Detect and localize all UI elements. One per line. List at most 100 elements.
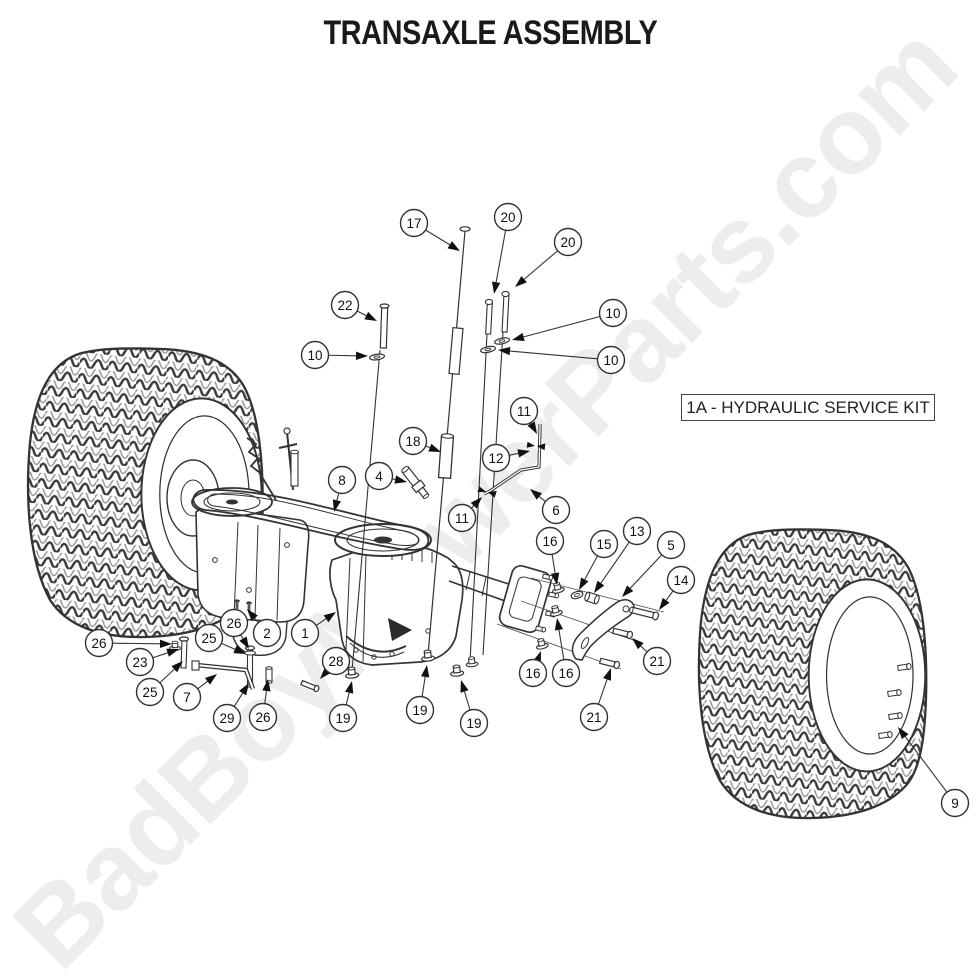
leader-arrow — [394, 475, 407, 484]
callout-number: 25 — [142, 685, 157, 700]
callout-number: 10 — [307, 348, 322, 363]
callout-circle — [84, 628, 114, 658]
leader-arrow — [166, 648, 179, 657]
flange-nut-19c — [449, 663, 465, 678]
washer-15 — [570, 590, 584, 600]
callout-number: 10 — [605, 306, 620, 321]
callout-19: 19 — [328, 681, 358, 733]
leader-arrow — [239, 683, 249, 696]
wheel-hub — [498, 565, 552, 634]
callout-number: 11 — [455, 511, 469, 526]
callout-2: 2 — [247, 609, 282, 648]
callout-number: 26 — [255, 710, 270, 725]
leader-arrow — [320, 667, 332, 679]
leader-arrow — [498, 346, 511, 356]
brake-lever — [278, 427, 299, 491]
leader-arrow — [323, 612, 336, 623]
callout-circle — [172, 682, 202, 712]
hydraulic-kit-label: 1A - HYDRAULIC SERVICE KIT — [681, 394, 935, 421]
callout-circle — [589, 529, 619, 559]
callout-circle — [330, 290, 360, 320]
callout-circle — [212, 703, 242, 733]
bolt-28 — [300, 679, 320, 693]
bolt-21a — [611, 627, 634, 640]
callout-11: 11 — [509, 396, 539, 434]
callout-circle — [248, 702, 278, 732]
callout-circle — [481, 443, 511, 473]
flange-nut-16b — [548, 603, 564, 618]
callout-number: 4 — [375, 469, 383, 484]
callout-number: 25 — [201, 631, 216, 646]
hydraulic-fitting-4 — [401, 465, 430, 499]
callout-number: 10 — [603, 353, 618, 368]
callout-circle — [447, 503, 477, 533]
callout-7: 7 — [172, 674, 217, 712]
bolt-23 — [178, 636, 190, 669]
leader-arrow — [632, 638, 644, 650]
callout-circle — [598, 298, 628, 328]
support-bracket-5 — [571, 599, 635, 661]
spacer-13 — [584, 591, 600, 605]
callout-circle — [940, 788, 970, 818]
callout-5: 5 — [622, 530, 686, 597]
callout-number: 1 — [301, 626, 309, 641]
leader-arrow — [622, 585, 634, 597]
callout-circle — [642, 646, 672, 676]
callout-number: 11 — [517, 404, 531, 419]
leader-arrow — [603, 668, 612, 681]
callout-number: 12 — [488, 451, 503, 466]
callout-4: 4 — [364, 461, 407, 491]
flange-nut-19d — [464, 655, 479, 668]
callout-number: 28 — [328, 654, 343, 669]
bolt-22 — [351, 303, 390, 672]
callout-10: 10 — [512, 298, 628, 341]
callout-circle — [328, 703, 358, 733]
callout-number: 14 — [673, 573, 689, 588]
washer-10b — [480, 345, 496, 354]
callout-10: 10 — [498, 345, 626, 375]
callout-number: 29 — [219, 711, 234, 726]
callout-21: 21 — [632, 638, 672, 676]
callout-number: 16 — [558, 666, 573, 681]
callout-9: 9 — [898, 727, 970, 818]
callout-circle — [459, 708, 489, 738]
leader-arrow — [512, 332, 525, 341]
callout-10: 10 — [300, 340, 368, 370]
callout-circle — [493, 202, 523, 232]
spacer-26b — [265, 666, 273, 684]
leader-arrow — [515, 276, 527, 287]
callout-number: 7 — [183, 690, 191, 705]
leader-arrow — [447, 241, 460, 251]
callout-circle — [666, 565, 696, 595]
callout-6: 6 — [530, 489, 571, 525]
leader-arrow — [554, 618, 564, 631]
leader-arrow — [470, 497, 482, 509]
callout-25: 25 — [135, 661, 183, 707]
callout-circle — [509, 396, 539, 426]
skid-guard — [345, 635, 407, 653]
leader-arrow — [492, 281, 501, 294]
spacer-sleeve-18 — [437, 433, 455, 480]
callout-number: 8 — [338, 473, 346, 488]
callout-number: 26 — [226, 616, 241, 631]
rod-clamp-11a — [526, 441, 546, 451]
bolt-14 — [629, 606, 660, 621]
callout-circle — [398, 426, 428, 456]
leader-arrow — [247, 609, 258, 621]
callout-13: 13 — [594, 516, 652, 593]
callout-number: 2 — [263, 626, 271, 641]
callout-number: 20 — [560, 235, 575, 250]
fasteners — [168, 226, 660, 693]
leader-arrow — [527, 421, 537, 434]
leader-arrow — [898, 727, 909, 740]
callout-circle — [321, 646, 351, 676]
callout-26: 26 — [219, 608, 249, 649]
leader-arrow — [355, 351, 368, 360]
leader-arrow — [233, 645, 246, 654]
callout-circle — [405, 695, 435, 725]
callout-circle — [518, 658, 548, 688]
callout-15: 15 — [579, 529, 619, 590]
housing-studs-2 — [234, 599, 252, 611]
callout-number: 23 — [132, 655, 147, 670]
